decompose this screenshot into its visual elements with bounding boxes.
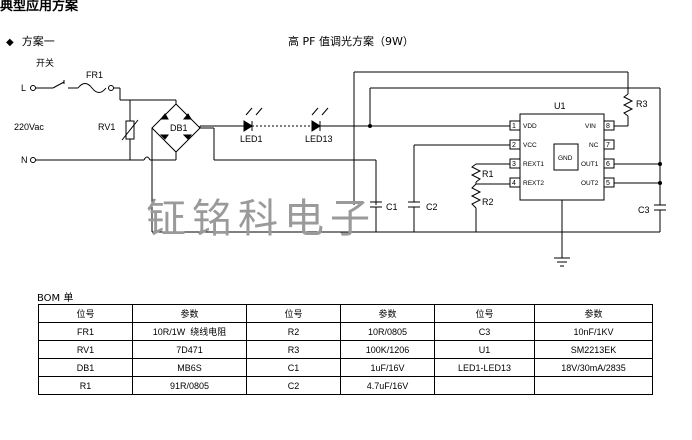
section-heading: 典型应用方案 <box>0 0 79 14</box>
table-cell: DB1 <box>38 358 133 377</box>
table-cell: 100K/1206 <box>340 340 435 359</box>
u1-label: U1 <box>554 101 566 111</box>
table-cell: MB6S <box>132 358 247 377</box>
table-cell: FR1 <box>38 322 133 341</box>
c3-label: C3 <box>638 205 650 215</box>
table-row: FR1 10R/1W 绕线电阻 R2 10R/0805 C3 10nF/1KV <box>38 322 653 341</box>
pin-name: VIN <box>585 123 596 130</box>
table-cell: C1 <box>246 358 341 377</box>
vcc-wiring <box>408 144 510 232</box>
table-cell: 18V/30mA/2835 <box>534 358 653 377</box>
pin-name: REXT2 <box>523 180 544 187</box>
gnd-pad-label: GND <box>558 155 573 162</box>
n-terminal-label: N <box>21 155 28 165</box>
table-cell: C3 <box>434 322 535 341</box>
r3-label: R3 <box>636 99 648 109</box>
pin-name: OUT2 <box>581 180 599 187</box>
circuit-schematic: 开关 FR1 L N 220Vac RV1 DB1 <box>14 57 666 267</box>
c1-label: C1 <box>386 202 398 212</box>
pin-number: 1 <box>512 123 516 130</box>
bom-title: BOM 单 <box>37 293 74 304</box>
capacitor-c3 <box>654 204 666 232</box>
scheme-label: ◆ 方案一 <box>6 33 55 49</box>
pin-name: NC <box>589 142 599 149</box>
table-cell: C2 <box>246 376 341 395</box>
capacitor-c1 <box>370 201 382 232</box>
pin-number: 4 <box>512 180 516 187</box>
switch-label: 开关 <box>36 57 54 68</box>
table-cell <box>534 376 653 395</box>
header-cell: 位号 <box>38 304 133 323</box>
table-cell <box>434 376 535 395</box>
bom-table: 位号 参数 位号 参数 位号 参数 FR1 10R/1W 绕线电阻 R2 10R… <box>38 304 653 395</box>
table-cell: R3 <box>246 340 341 359</box>
table-cell: 10R/1W 绕线电阻 <box>132 322 247 341</box>
pin-number: 8 <box>606 123 610 130</box>
header-cell: 位号 <box>434 304 535 323</box>
c2-label: C2 <box>426 202 438 212</box>
pin-number: 5 <box>606 180 610 187</box>
bridge-rectifier <box>151 103 377 205</box>
pin-number: 2 <box>512 142 516 149</box>
table-cell: R1 <box>38 376 133 395</box>
r1-label: R1 <box>482 169 494 179</box>
pin-name: REXT1 <box>523 161 544 168</box>
header-cell: 参数 <box>340 304 435 323</box>
line-neutral <box>30 139 177 163</box>
rv1-label: RV1 <box>98 122 115 132</box>
line-input <box>30 80 177 121</box>
l-terminal-label: L <box>21 83 26 93</box>
schematic-title: 高 PF 值调光方案（9W） <box>288 35 414 48</box>
pin-name: OUT1 <box>581 161 599 168</box>
table-row: R1 91R/0805 C2 4.7uF/16V <box>38 376 653 395</box>
table-cell: 91R/0805 <box>132 376 247 395</box>
led-string <box>199 107 510 132</box>
table-cell: R2 <box>246 322 341 341</box>
header-cell: 参数 <box>132 304 247 323</box>
table-cell: RV1 <box>38 340 133 359</box>
db1-label: DB1 <box>170 123 188 133</box>
varistor-rv1 <box>121 119 139 141</box>
led13-label: LED13 <box>305 134 333 144</box>
rext-resistors <box>470 163 510 232</box>
pin-number: 7 <box>606 142 610 149</box>
fr1-label: FR1 <box>86 70 103 80</box>
vin-wiring <box>353 71 662 205</box>
pin-number: 6 <box>606 161 610 168</box>
voltage-label: 220Vac <box>14 122 44 132</box>
pin-name: VCC <box>523 142 537 149</box>
ground-bus <box>151 190 660 267</box>
table-cell: 7D471 <box>132 340 247 359</box>
table-header-row: 位号 参数 位号 参数 位号 参数 <box>38 304 653 323</box>
header-cell: 位号 <box>246 304 341 323</box>
table-cell: LED1-LED13 <box>434 358 535 377</box>
table-row: DB1 MB6S C1 1uF/16V LED1-LED13 18V/30mA/… <box>38 358 653 377</box>
scheme-name: 方案一 <box>21 35 55 48</box>
table-cell: SM2213EK <box>534 340 653 359</box>
header-cell: 参数 <box>534 304 653 323</box>
diamond-bullet-icon: ◆ <box>6 37 14 48</box>
table-cell: 4.7uF/16V <box>340 376 435 395</box>
table-cell: 10nF/1KV <box>534 322 653 341</box>
led1-label: LED1 <box>240 134 263 144</box>
pin-number: 3 <box>512 161 516 168</box>
table-row: RV1 7D471 R3 100K/1206 U1 SM2213EK <box>38 340 653 359</box>
r2-label: R2 <box>482 197 494 207</box>
table-cell: 10R/0805 <box>340 322 435 341</box>
pin-name: VDD <box>523 123 537 130</box>
table-cell: 1uF/16V <box>340 358 435 377</box>
watermark-text: 钲铭科电子 <box>146 196 376 242</box>
table-cell: U1 <box>434 340 535 359</box>
